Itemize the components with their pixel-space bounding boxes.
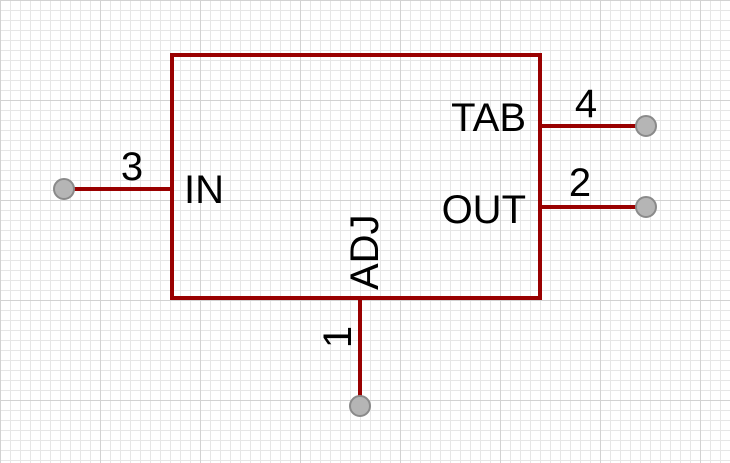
pin-out[interactable]: 2 OUT <box>442 161 657 232</box>
pin-in-label: IN <box>184 168 224 212</box>
pin-out-label: OUT <box>442 188 526 232</box>
regulator-symbol[interactable]: 3 IN 4 TAB 2 OUT 1 ADJ <box>53 53 657 417</box>
pin-out-number: 2 <box>569 161 591 205</box>
pin-tab-label: TAB <box>451 96 526 140</box>
pin-adj-label: ADJ <box>343 214 387 290</box>
pin-in-endpoint[interactable] <box>53 178 75 200</box>
pin-tab-number: 4 <box>575 82 597 126</box>
pin-adj-endpoint[interactable] <box>349 395 371 417</box>
pin-tab[interactable]: 4 TAB <box>451 82 657 140</box>
pin-tab-endpoint[interactable] <box>635 115 657 137</box>
component-body[interactable] <box>170 53 542 300</box>
pin-adj-number: 1 <box>316 326 360 348</box>
pin-adj[interactable]: 1 ADJ <box>316 214 387 417</box>
pin-in[interactable]: 3 IN <box>53 145 224 212</box>
pin-out-endpoint[interactable] <box>635 196 657 218</box>
pin-in-number: 3 <box>121 145 143 189</box>
